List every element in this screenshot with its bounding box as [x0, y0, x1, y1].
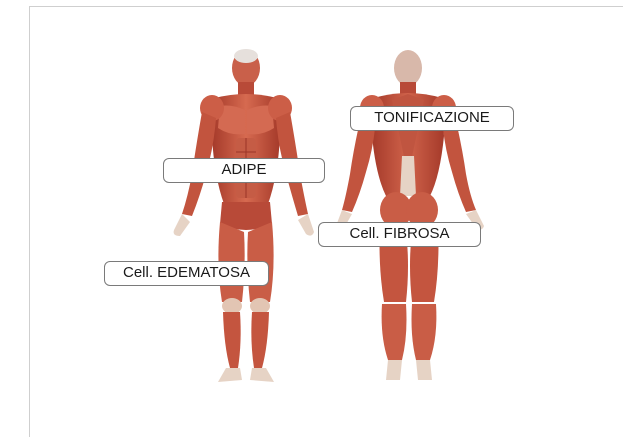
label-cell-edematosa: Cell. EDEMATOSA	[104, 261, 269, 286]
anatomy-back-figure	[330, 46, 490, 386]
label-tonificazione: TONIFICAZIONE	[350, 106, 514, 131]
anatomy-front-figure	[160, 46, 320, 386]
label-cell-fibrosa: Cell. FIBROSA	[318, 222, 481, 247]
label-adipe: ADIPE	[163, 158, 325, 183]
